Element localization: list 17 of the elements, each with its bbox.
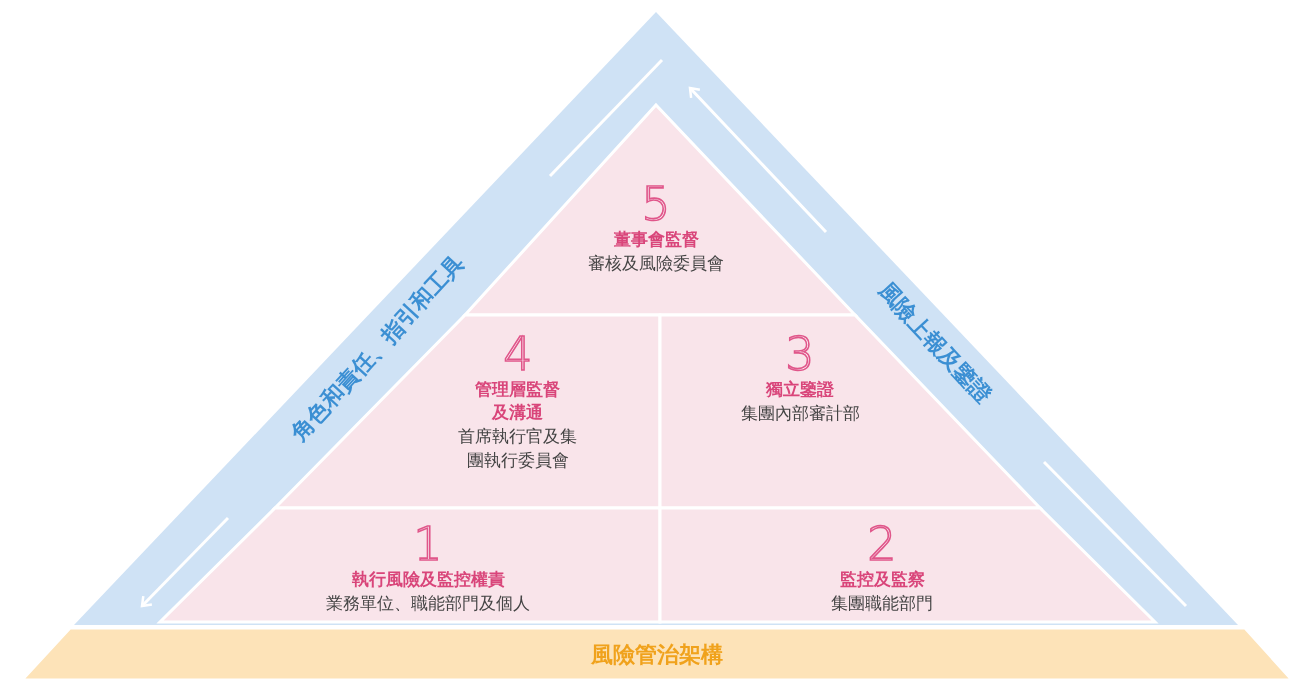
tier-description: 業務單位、職能部門及個人 [325, 592, 531, 615]
tier-number: 1 [412, 520, 444, 568]
tier-description: 集團職能部門 [830, 592, 934, 615]
tier-number: 5 [641, 180, 672, 228]
tier-description: 首席執行官及集團執行委員會 [457, 425, 579, 472]
tier-description: 集團內部審計部 [739, 402, 861, 425]
band-label: 風險上報及鑒證 [873, 277, 997, 408]
tier-title: 監控及監察 [838, 568, 926, 591]
tier-title: 董事會監督 [612, 228, 700, 251]
tier-title: 管理層監督及溝通 [474, 378, 562, 424]
tier-description: 審核及風險委員會 [587, 252, 725, 275]
tier-title: 獨立鑒證 [765, 378, 835, 401]
tier-number: 3 [785, 330, 816, 378]
tier-title: 執行風險及監控權責 [350, 568, 506, 591]
tier-number: 2 [866, 520, 898, 568]
base-title: 風險管治架構 [591, 641, 723, 669]
tier-number: 4 [502, 330, 534, 378]
